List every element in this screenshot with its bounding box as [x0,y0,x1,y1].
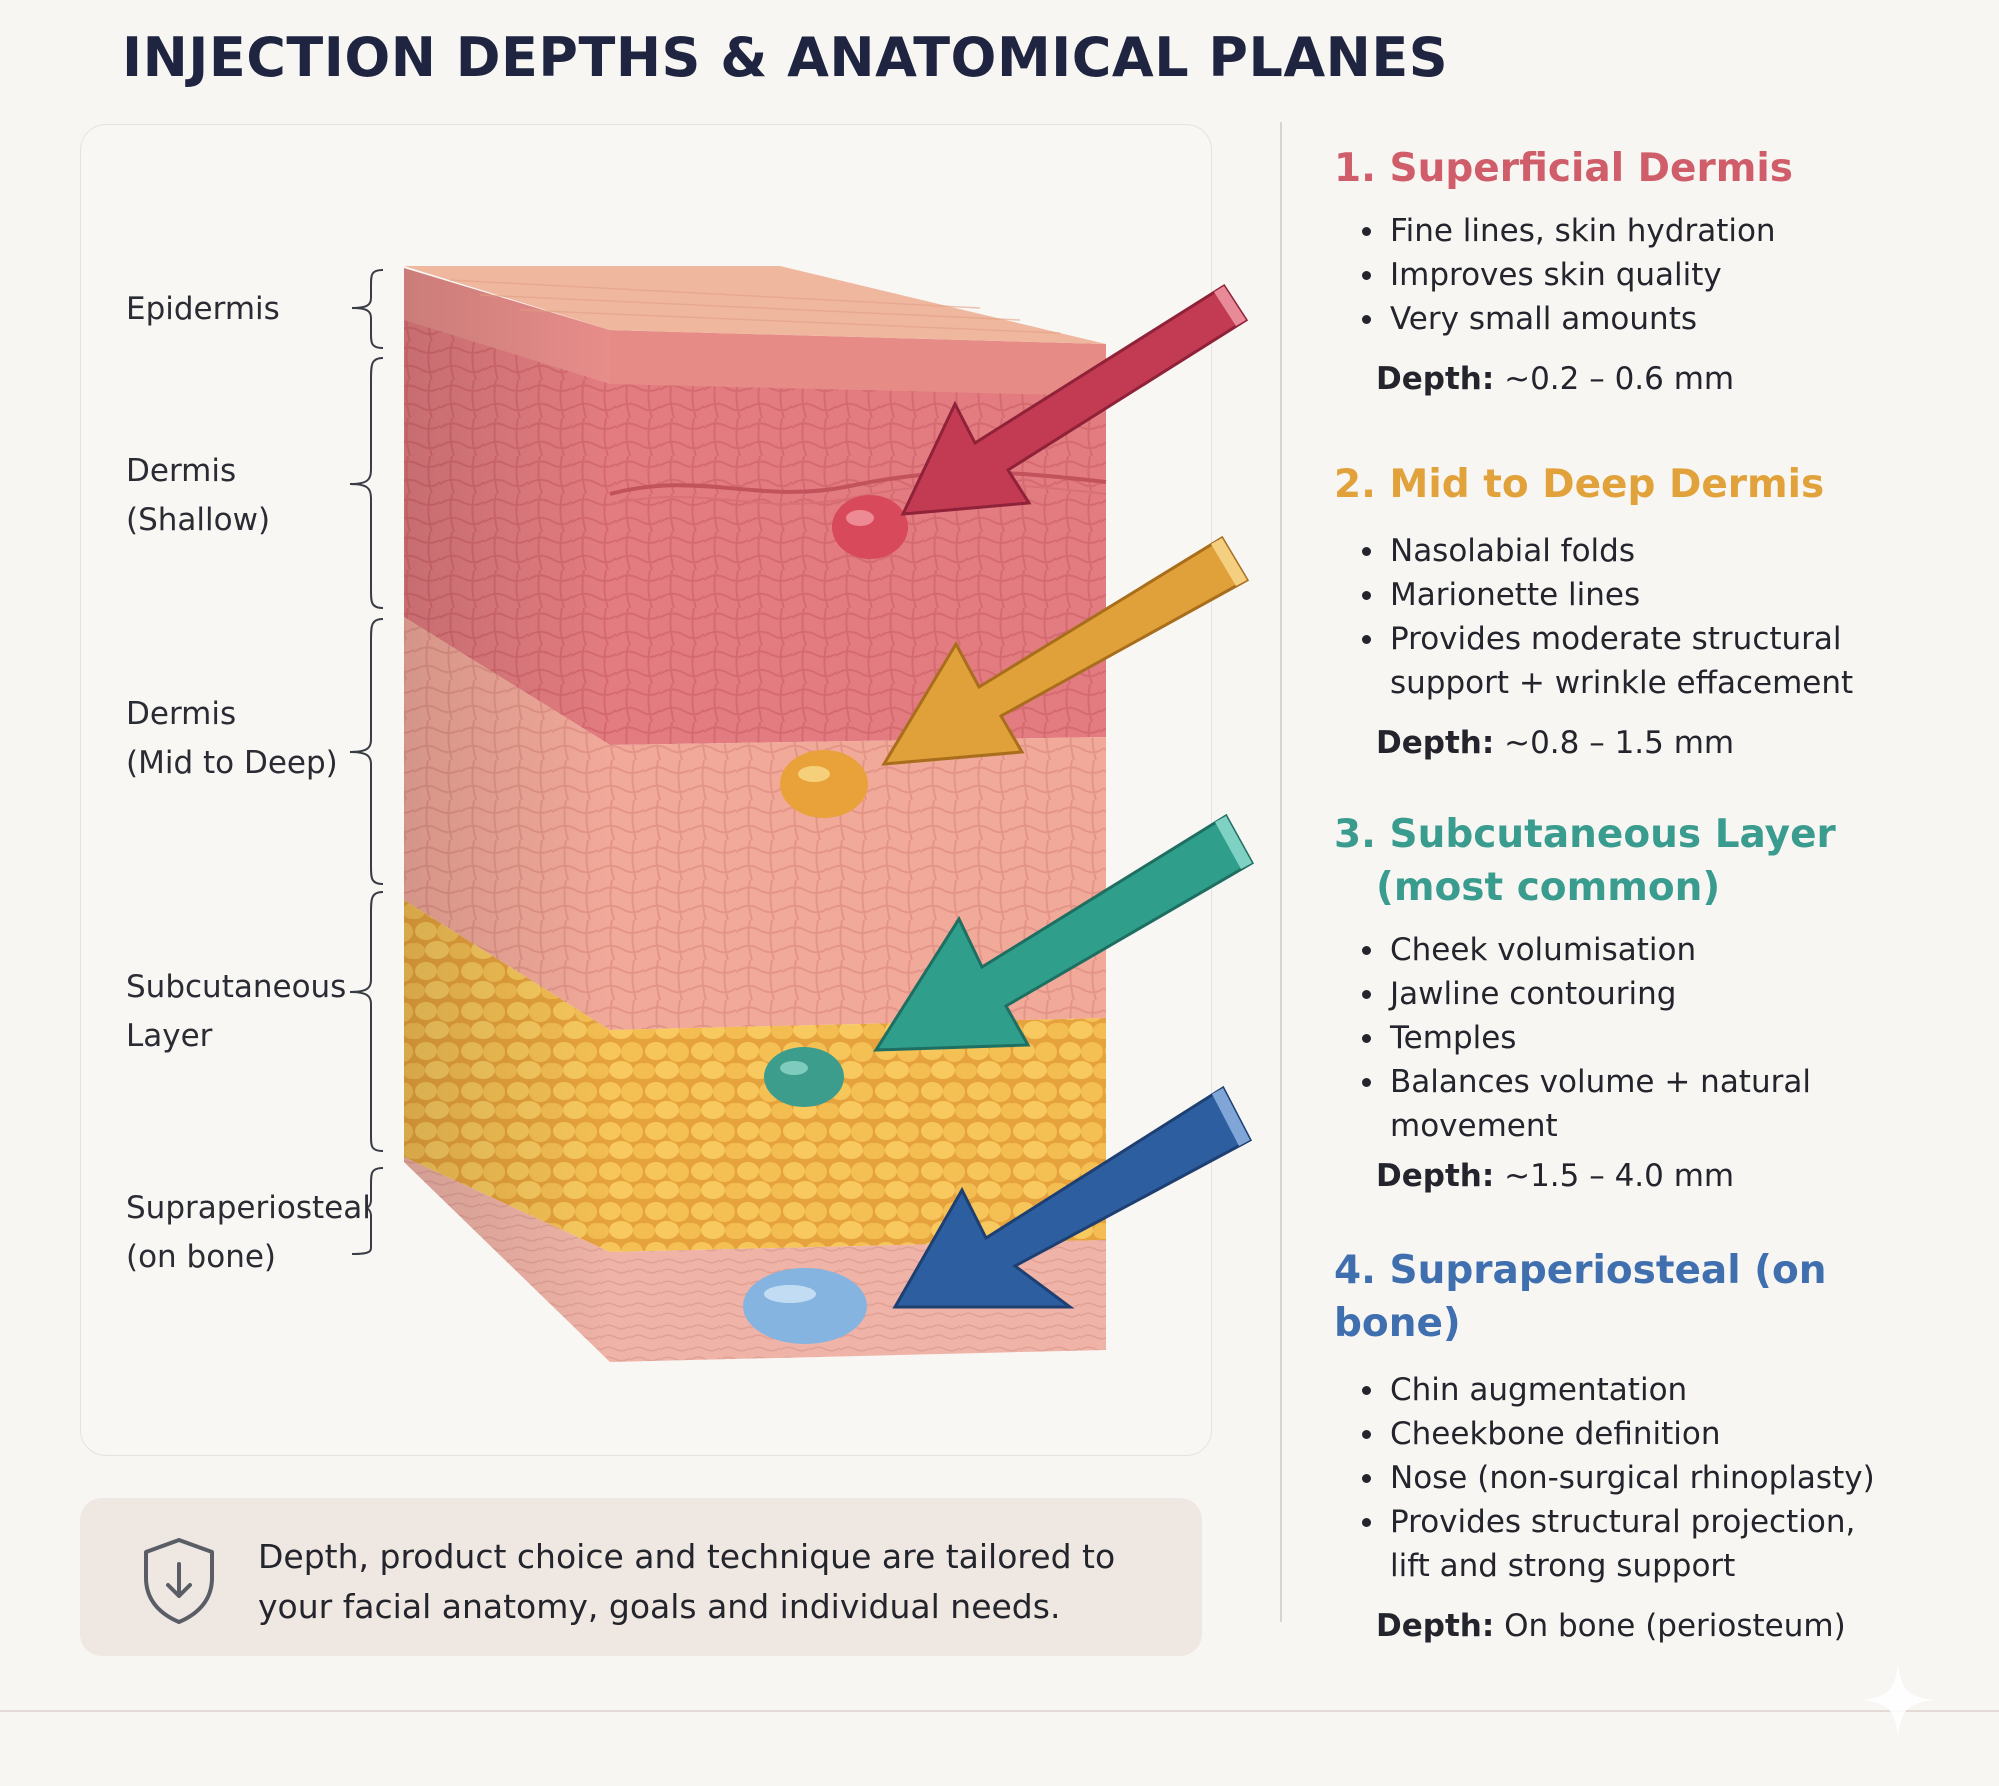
label-dermis-mid-deep: Dermis (Mid to Deep) [126,696,338,781]
list-item: Fine lines, skin hydration [1360,209,1964,253]
list-item: Jawline contouring [1360,972,1964,1016]
section-mid-deep-dermis: 2. Mid to Deep Dermis Nasolabial folds M… [1334,458,1964,765]
section-heading: 4. Supraperiosteal (on bone) [1334,1248,1827,1346]
list-item: Temples [1360,1016,1964,1060]
list-item: Cheek volumisation [1360,928,1964,972]
note-box: Depth, product choice and technique are … [80,1498,1202,1656]
sparkle-icon [1862,1664,1934,1736]
section-heading: 2. Mid to Deep Dermis [1334,462,1825,507]
column-divider [1280,122,1282,1622]
list-item: Provides moderate structural support + w… [1360,617,1880,705]
depth-line: Depth: On bone (periosteum) [1376,1608,1846,1644]
footer-divider [0,1710,1999,1712]
list-item: Improves skin quality [1360,253,1964,297]
page-title: INJECTION DEPTHS & ANATOMICAL PLANES [122,26,1449,89]
list-item: Marionette lines [1360,573,1964,617]
section-heading: 3. Subcutaneous Layer (most common) [1334,812,1836,910]
section-superficial-dermis: 1. Superficial Dermis Fine lines, skin h… [1334,142,1964,401]
section-bullets: Nasolabial folds Marionette lines Provid… [1334,529,1964,705]
list-item: Chin augmentation [1360,1368,1964,1412]
depth-line: Depth: ~0.8 – 1.5 mm [1376,725,1735,761]
section-subcutaneous-layer: 3. Subcutaneous Layer (most common) Chee… [1334,808,1964,1198]
label-subcutaneous: Subcutaneous Layer [126,969,347,1054]
label-supraperiosteal: Supraperiosteal (on bone) [126,1190,371,1275]
label-dermis-shallow: Dermis (Shallow) [126,453,271,538]
list-item: Very small amounts [1360,297,1964,341]
section-bullets: Cheek volumisation Jawline contouring Te… [1334,928,1964,1148]
list-item: Nose (non-surgical rhinoplasty) [1360,1456,1964,1500]
list-item: Cheekbone definition [1360,1412,1964,1456]
note-text: Depth, product choice and technique are … [258,1537,1116,1626]
list-item: Provides structural projection, lift and… [1360,1500,1890,1588]
section-bullets: Fine lines, skin hydration Improves skin… [1334,209,1964,341]
list-item: Nasolabial folds [1360,529,1964,573]
depth-line: Depth: ~0.2 – 0.6 mm [1376,361,1735,397]
list-item: Balances volume + natural movement [1360,1060,1830,1148]
label-epidermis: Epidermis [126,291,280,327]
section-bullets: Chin augmentation Cheekbone definition N… [1334,1368,1964,1588]
section-heading: 1. Superficial Dermis [1334,146,1793,191]
depth-line: Depth: ~1.5 – 4.0 mm [1376,1158,1735,1194]
section-supraperiosteal: 4. Supraperiosteal (on bone) Chin augmen… [1334,1244,1964,1648]
shield-arrow-icon [144,1538,214,1624]
